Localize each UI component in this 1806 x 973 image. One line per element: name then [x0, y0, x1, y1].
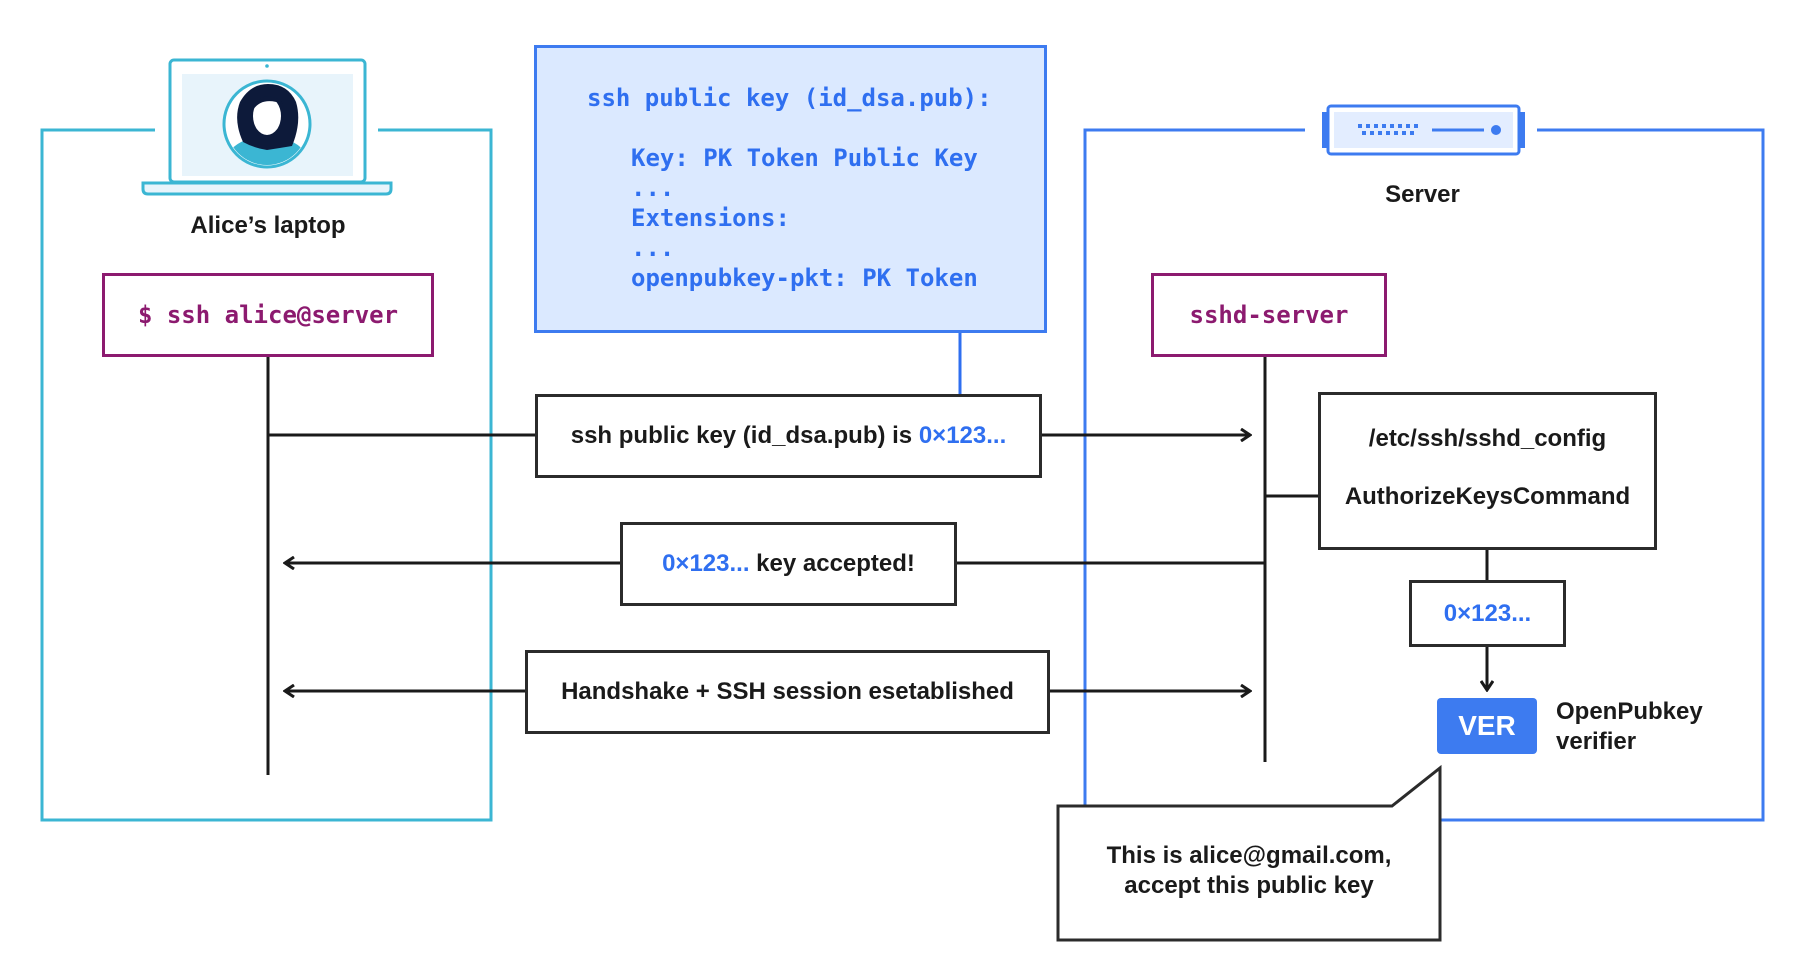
speech-line1: This is alice@gmail.com,: [1106, 842, 1392, 869]
server-frame-right: [1440, 128, 1765, 822]
sshd-server-box: sshd-server: [1151, 273, 1387, 357]
accepted-text: key accepted!: [749, 550, 915, 577]
public-key-card: ssh public key (id_dsa.pub): Key: PK Tok…: [534, 45, 1047, 333]
send-key-text: ssh public key (id_dsa.pub) is: [570, 422, 919, 449]
accepted-key-value: 0×123...: [662, 550, 750, 577]
server-icon: [1322, 104, 1525, 156]
verifier-label-line1: OpenPubkey: [1556, 698, 1703, 725]
avatar: [222, 79, 312, 169]
send-key-value: 0×123...: [918, 422, 1007, 449]
verifier-badge: VER: [1437, 698, 1537, 754]
key-card-line: ...: [631, 174, 675, 202]
laptop-frame: [40, 128, 493, 822]
config-path: /etc/ssh/sshd_config: [1368, 425, 1607, 452]
key-card-title: ssh public key (id_dsa.pub):: [587, 84, 992, 112]
key-value-text: 0×123...: [1443, 599, 1532, 627]
ssh-command-box: $ ssh alice@server: [102, 273, 434, 357]
key-card-line: Extensions:: [631, 204, 790, 232]
ssh-command-text: $ ssh alice@server: [137, 301, 399, 329]
handshake-message: Handshake + SSH session esetablished: [525, 650, 1050, 734]
sshd-server-text: sshd-server: [1189, 301, 1349, 329]
speech-bubble: [1056, 764, 1442, 942]
key-card-line: Key: PK Token Public Key: [631, 144, 978, 172]
verifier-badge-text: VER: [1458, 710, 1516, 741]
handshake-text: Handshake + SSH session esetablished: [561, 678, 1014, 705]
config-command: AuthorizeKeysCommand: [1344, 483, 1631, 510]
laptop-label: Alice’s laptop: [190, 212, 346, 239]
speech-line2: accept this public key: [1124, 872, 1374, 899]
send-key-message: ssh public key (id_dsa.pub) is 0×123...: [535, 394, 1042, 478]
key-card-line: openpubkey-pkt: PK Token: [631, 264, 978, 292]
sshd-config-box: /etc/ssh/sshd_config AuthorizeKeysComman…: [1318, 392, 1657, 550]
key-card-line: ...: [631, 234, 675, 262]
verifier-label-line2: verifier: [1556, 728, 1637, 755]
key-value-box: 0×123...: [1409, 580, 1566, 647]
server-label: Server: [1385, 181, 1460, 208]
key-accepted-message: 0×123... key accepted!: [620, 522, 957, 606]
